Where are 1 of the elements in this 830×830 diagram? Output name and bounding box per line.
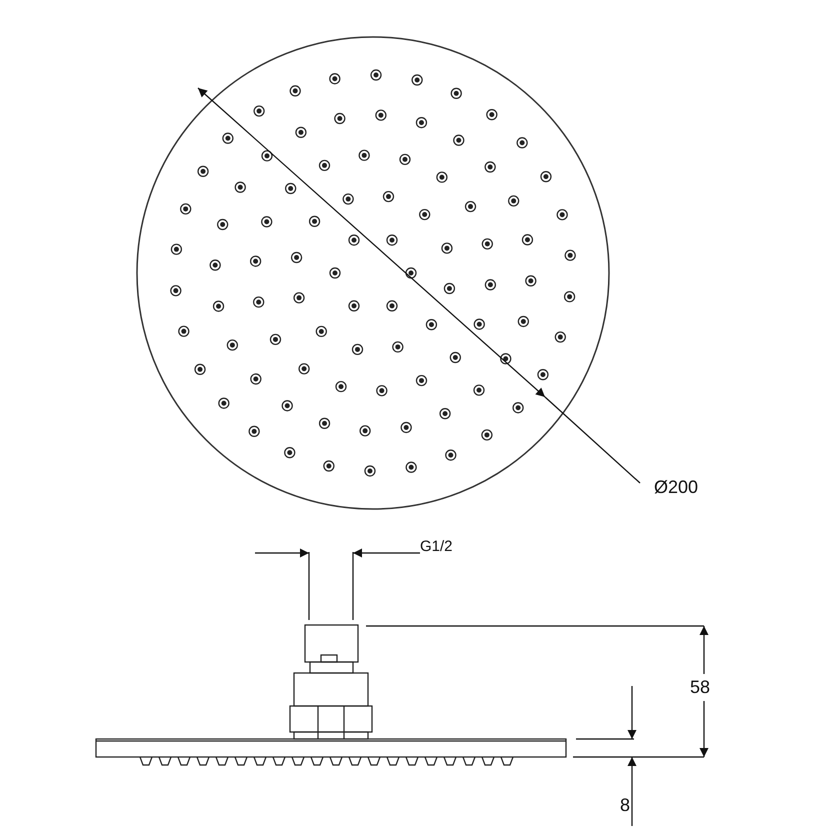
dimension-label: 58 — [690, 674, 710, 701]
